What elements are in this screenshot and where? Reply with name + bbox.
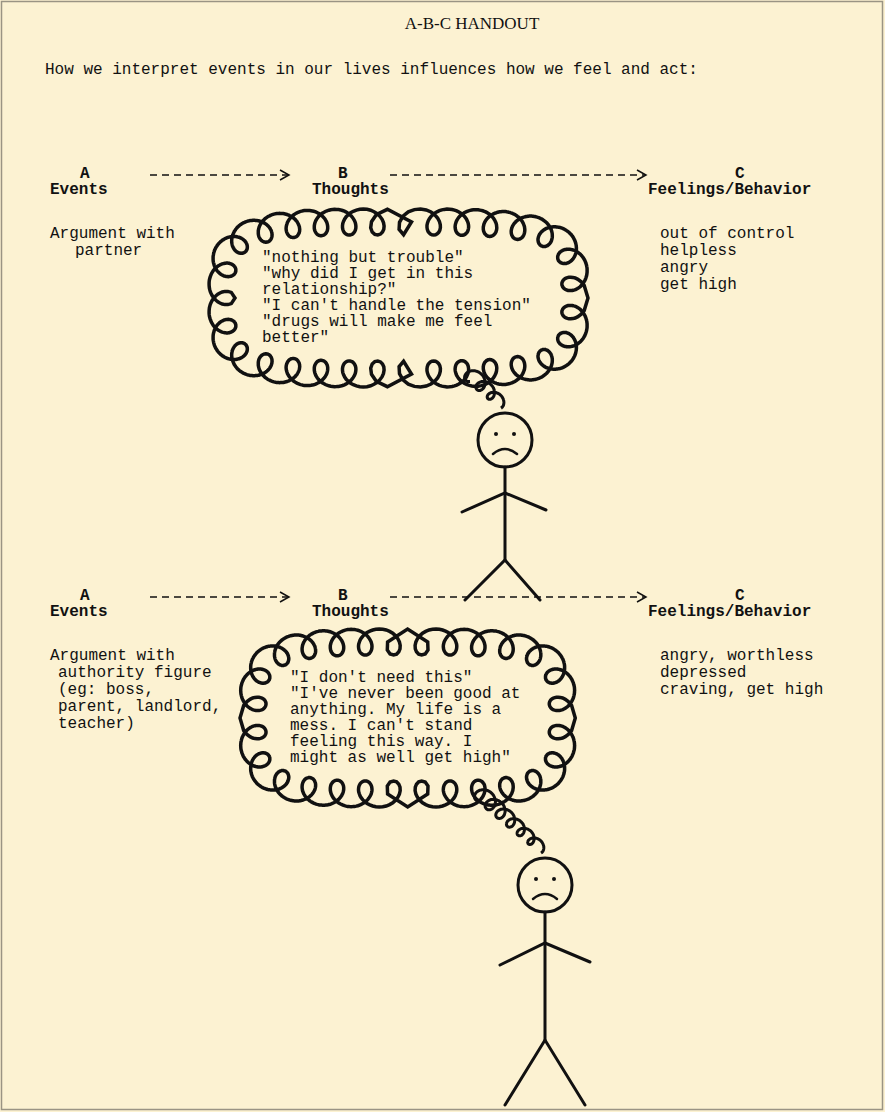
thought-text: "nothing but trouble" bbox=[262, 250, 534, 266]
thought-text: "I've never been good at anything. My li… bbox=[290, 686, 525, 766]
column-heading: Feelings/Behavior bbox=[648, 604, 811, 621]
feeling-text: craving, get high bbox=[660, 682, 823, 699]
column-letter: B bbox=[338, 588, 348, 605]
figure-body bbox=[544, 912, 547, 1040]
figure-body bbox=[504, 467, 507, 560]
figure-frown bbox=[533, 894, 557, 899]
feeling-text: helpless bbox=[660, 243, 737, 260]
column-letter: C bbox=[735, 166, 745, 183]
figure-eye bbox=[534, 877, 538, 881]
thought-cloud: "I don't need this""I've never been good… bbox=[237, 626, 578, 810]
arrow-head bbox=[280, 170, 289, 180]
column-heading: Thoughts bbox=[312, 604, 389, 621]
feeling-text: depressed bbox=[660, 665, 746, 682]
cloud-loops bbox=[209, 209, 588, 387]
thought-text-block: "I don't need this""I've never been good… bbox=[290, 670, 525, 766]
stick-figure bbox=[462, 413, 546, 600]
figure-head bbox=[518, 858, 572, 912]
stick-figure bbox=[500, 858, 590, 1105]
column-letter: B bbox=[338, 166, 348, 183]
dashed-arrow bbox=[150, 174, 288, 176]
column-letter: A bbox=[80, 588, 90, 605]
arrow-head bbox=[637, 592, 646, 602]
feeling-text: angry, worthless bbox=[660, 648, 814, 665]
figure-arms bbox=[462, 493, 546, 512]
figure-frown bbox=[493, 449, 517, 454]
dashed-arrow bbox=[150, 596, 288, 598]
figure-eye bbox=[494, 432, 498, 436]
thought-text: "drugs will make me feel better" bbox=[262, 314, 534, 346]
arrow-head bbox=[280, 592, 289, 602]
feeling-text: get high bbox=[660, 277, 737, 294]
thought-text: "I can't handle the tension" bbox=[262, 298, 534, 314]
figure-head bbox=[478, 413, 532, 467]
thought-cloud: "nothing but trouble""why did I get in t… bbox=[206, 206, 591, 390]
column-heading: Events bbox=[50, 182, 108, 199]
dashed-arrow bbox=[390, 596, 645, 598]
intro-sentence: How we interpret events in our lives inf… bbox=[45, 62, 698, 79]
column-letter: C bbox=[735, 588, 745, 605]
event-text: Argument with partner bbox=[50, 226, 225, 260]
column-heading: Events bbox=[50, 604, 108, 621]
figure-arms bbox=[500, 943, 590, 965]
column-heading: Feelings/Behavior bbox=[648, 182, 811, 199]
handout-title: A-B-C HANDOUT bbox=[405, 14, 540, 34]
feeling-text: angry bbox=[660, 260, 708, 277]
figure-eye bbox=[552, 877, 556, 881]
cloud-loops bbox=[240, 629, 575, 807]
figure-legs bbox=[465, 560, 540, 600]
thought-text-block: "nothing but trouble""why did I get in t… bbox=[262, 250, 534, 346]
dashed-arrow bbox=[390, 174, 645, 176]
column-letter: A bbox=[80, 166, 90, 183]
arrow-head bbox=[637, 170, 646, 180]
thought-text: "why did I get in this relationship?" bbox=[262, 266, 534, 298]
column-heading: Thoughts bbox=[312, 182, 389, 199]
figure-legs bbox=[505, 1040, 585, 1105]
event-text: Argument with authority figure (eg: boss… bbox=[50, 648, 230, 733]
header-arrows bbox=[150, 170, 646, 602]
thought-text: "I don't need this" bbox=[290, 670, 525, 686]
feeling-text: out of control bbox=[660, 226, 794, 243]
figure-eye bbox=[512, 432, 516, 436]
